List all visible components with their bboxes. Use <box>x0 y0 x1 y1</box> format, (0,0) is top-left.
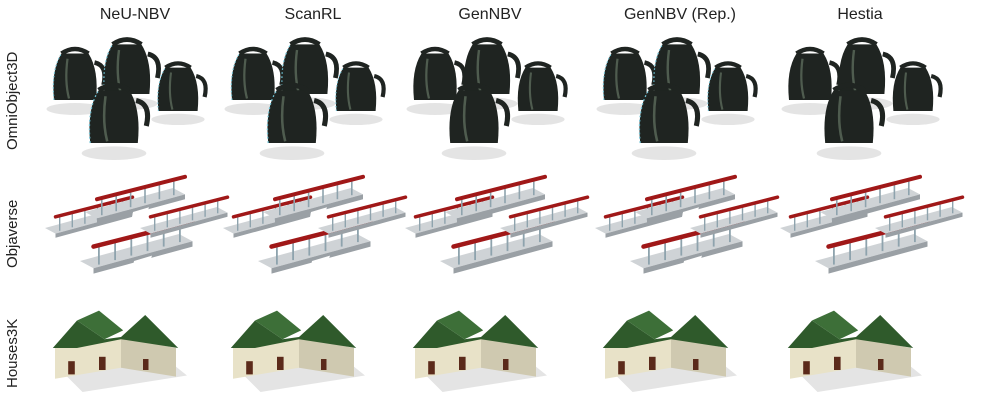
row-label-houses3k: Houses3K <box>4 318 21 388</box>
column-title-hestia: Hestia <box>837 6 883 23</box>
render-houses3k-col-2 <box>218 290 408 415</box>
render-houses3k-col-5 <box>775 290 965 415</box>
render-objaverse-col-5 <box>775 170 965 295</box>
render-houses3k-col-1 <box>40 290 230 415</box>
row-label-objaverse: Objaverse <box>4 199 21 268</box>
render-houses3k-col-3 <box>400 290 590 415</box>
row-label-omniobject3d: OmniObject3D <box>4 51 21 150</box>
render-omniobject3d-col-2 <box>218 30 408 160</box>
render-omniobject3d-col-3 <box>400 30 590 160</box>
column-title-neu-nbv: NeU-NBV <box>99 6 171 23</box>
render-omniobject3d-col-4 <box>590 30 780 160</box>
render-objaverse-col-2 <box>218 170 408 295</box>
column-title-gennbv: GenNBV <box>458 6 522 23</box>
column-title-scanrl: ScanRL <box>284 6 342 23</box>
render-omniobject3d-col-5 <box>775 30 965 160</box>
render-objaverse-col-1 <box>40 170 230 295</box>
render-omniobject3d-col-1 <box>40 30 230 160</box>
render-objaverse-col-4 <box>590 170 780 295</box>
column-title-gennbv-rep: GenNBV (Rep.) <box>623 6 737 23</box>
render-objaverse-col-3 <box>400 170 590 295</box>
render-houses3k-col-4 <box>590 290 780 415</box>
